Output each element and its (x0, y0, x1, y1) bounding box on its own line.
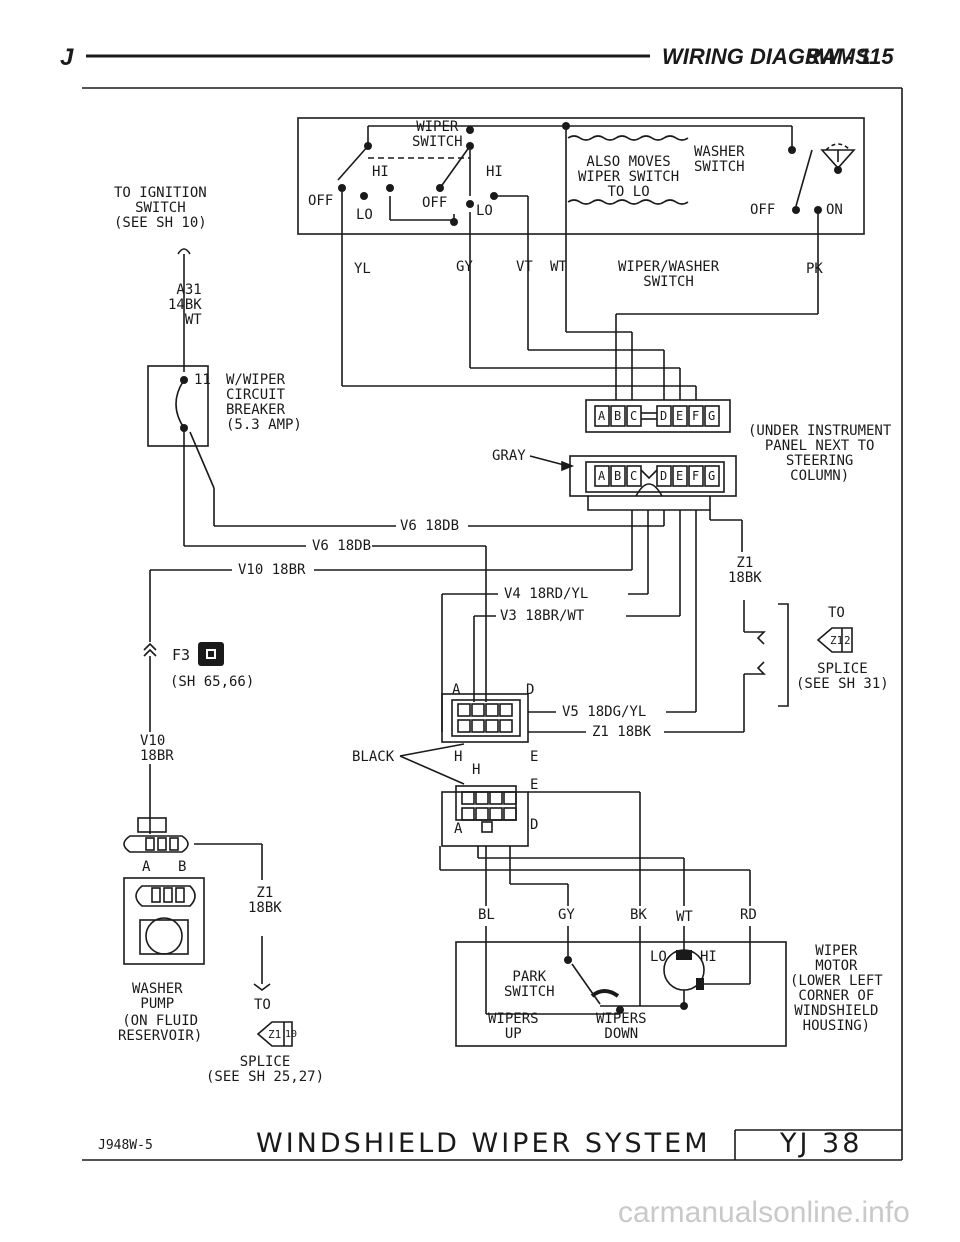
fuse-label: F3 (172, 646, 191, 664)
connector-color-gray: GRAY (492, 448, 526, 464)
wire-v3: V3 18BR/WT (500, 608, 585, 624)
washer-pump-label: WASHER PUMP (132, 981, 183, 1012)
header-letter: J (60, 44, 74, 71)
upper-pin-e: E (676, 409, 684, 423)
motor-conn-lower-d: D (530, 817, 539, 833)
splice-bottom-num: 10 (285, 1029, 298, 1040)
upper-pin-d: D (660, 409, 668, 423)
washer-pump-location: (ON FLUID RESERVOIR) (118, 1013, 203, 1044)
wire-z1-motor: Z1 18BK (592, 724, 652, 740)
watermark: carmanualsonline.info (618, 1196, 910, 1229)
lower-pin-e: E (676, 469, 684, 483)
wire-v6-upper: V6 18DB (400, 518, 460, 534)
motor-wire-rd: RD (740, 907, 757, 923)
wiper-switch-lo-left: LO (356, 207, 373, 223)
upper-pin-b: B (614, 409, 622, 423)
motor-conn-e: E (530, 749, 539, 765)
wiper-washer-switch-label: WIPER/WASHER SWITCH (618, 259, 720, 290)
wire-gy: GY (456, 259, 473, 275)
motor-conn-a: A (452, 682, 461, 698)
upper-pin-c: C (630, 409, 638, 423)
motor-lo: LO (650, 949, 667, 965)
footer-code: J948W-5 (98, 1138, 153, 1153)
upper-pin-g: G (708, 409, 716, 423)
fuse-ref: (SH 65,66) (170, 674, 255, 690)
wire-v6-lower: V6 18DB (312, 538, 372, 554)
motor-wire-bl: BL (478, 907, 495, 923)
lower-pin-c: C (630, 469, 638, 483)
motor-conn-lower-h: H (472, 762, 481, 778)
splice-right-id: Z1 (830, 634, 844, 647)
splice-right-label: SPLICE (SEE SH 31) (796, 661, 889, 692)
lower-pin-d: D (660, 469, 668, 483)
wiper-motor-label: WIPER MOTOR (LOWER LEFT CORNER OF WINDSH… (790, 943, 883, 1034)
footer-title: WINDSHIELD WIPER SYSTEM (256, 1128, 711, 1159)
wire-v5: V5 18DG/YL (562, 704, 647, 720)
wiper-switch-off-right: OFF (422, 195, 448, 211)
motor-wire-bk: BK (630, 907, 647, 923)
ignition-switch-label: TO IGNITION SWITCH (SEE SH 10) (114, 185, 207, 231)
upper-pin-a: A (598, 409, 606, 423)
wire-yl: YL (354, 261, 371, 277)
footer-model: YJ 38 (780, 1128, 863, 1159)
wire-wt: WT (550, 259, 567, 275)
pump-pin-b: B (178, 859, 187, 875)
washer-switch-off: OFF (750, 202, 776, 218)
splice-right-num: 2 (844, 634, 851, 647)
motor-conn-d: D (526, 682, 535, 698)
header-title: WIRING DIAGRAMS (662, 44, 870, 69)
motor-conn-h: H (454, 749, 463, 765)
lower-pin-a: A (598, 469, 606, 483)
connector-color-black: BLACK (352, 749, 395, 765)
washer-switch-note: ALSO MOVES WIPER SWITCH TO LO (578, 154, 680, 200)
wire-v4: V4 18RD/YL (504, 586, 589, 602)
breaker-pin: 11 (194, 372, 211, 388)
park-switch-label: PARK SWITCH (504, 969, 555, 1000)
pump-pin-a: A (142, 859, 151, 875)
motor-wire-wt: WT (676, 909, 693, 925)
wire-vt: VT (516, 259, 533, 275)
wire-v10: V10 18BR (238, 562, 306, 578)
washer-switch-on: ON (826, 202, 843, 218)
upper-pin-f: F (692, 409, 700, 423)
wiper-switch-off-left: OFF (308, 193, 334, 209)
wire-z1-pump: Z1 18BK (248, 885, 282, 916)
lower-pin-b: B (614, 469, 622, 483)
lower-pin-g: G (708, 469, 716, 483)
wire-pk: PK (806, 261, 823, 277)
fuse-icon (198, 642, 224, 666)
wiper-switch-lo-right: LO (476, 203, 493, 219)
splice-bottom-id: Z1 (268, 1028, 282, 1041)
ignition-wire-label: A31 14BK WT (168, 282, 202, 328)
motor-wire-gy: GY (558, 907, 575, 923)
connector-location: (UNDER INSTRUMENT PANEL NEXT TO STEERING… (748, 423, 892, 484)
wipers-down-label: WIPERS DOWN (596, 1011, 647, 1042)
lower-pin-f: F (692, 469, 700, 483)
wire-v10-left: V10 18BR (140, 733, 174, 764)
circuit-breaker-label: W/WIPER CIRCUIT BREAKER (5.3 AMP) (226, 372, 302, 433)
wiper-switch-title: WIPER SWITCH (412, 119, 463, 150)
splice-right-to: TO (828, 605, 845, 621)
washer-switch-title: WASHER SWITCH (694, 144, 745, 175)
wire-z1-right: Z1 18BK (728, 555, 762, 586)
motor-conn-lower-a: A (454, 821, 463, 837)
splice-bottom-to: TO (254, 997, 271, 1013)
wiper-switch-hi-left: HI (372, 164, 389, 180)
wiper-switch-hi-right: HI (486, 164, 503, 180)
motor-conn-lower-e: E (530, 777, 539, 793)
header-page-number: 8W - 115 (806, 44, 894, 69)
motor-hi: HI (700, 949, 717, 965)
wipers-up-label: WIPERS UP (488, 1011, 539, 1042)
splice-bottom-label: SPLICE (SEE SH 25,27) (206, 1054, 325, 1085)
